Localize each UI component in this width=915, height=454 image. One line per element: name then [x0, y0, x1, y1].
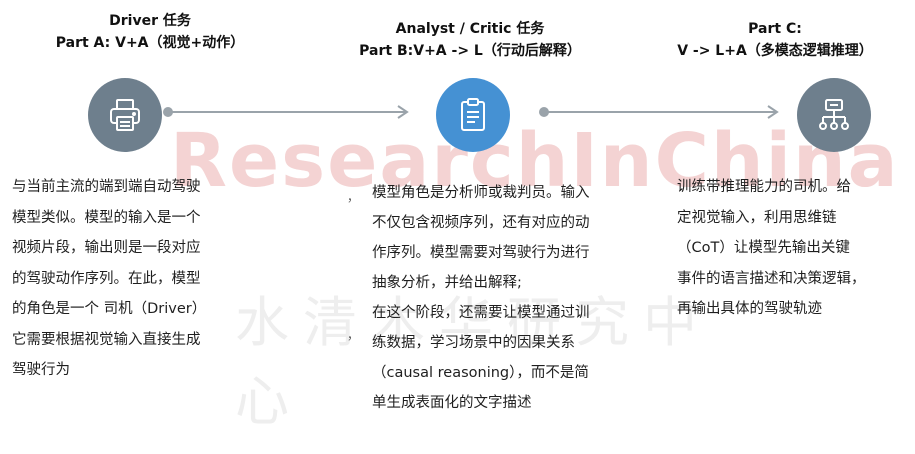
text-line: 单生成表面化的文字描述: [372, 395, 532, 411]
reasoning-description: 训练带推理能力的司机。给 定视觉输入，利用思维链 （CoT）让模型先输出关键 事…: [677, 172, 907, 325]
heading-part-b: Analyst / Critic 任务 Part B:V+A -> L（行动后解…: [335, 18, 605, 62]
text-line: 在这个阶段，还需要让模型通过训: [372, 305, 590, 321]
heading-part-c-line1: Part C:: [748, 21, 802, 37]
heading-part-b-line1: Analyst / Critic 任务: [395, 21, 545, 37]
heading-part-c: Part C: V -> L+A（多模态逻辑推理）: [660, 18, 890, 62]
text-line: 训练带推理能力的司机。给: [677, 179, 851, 195]
heading-part-c-line2: V -> L+A（多模态逻辑推理）: [677, 43, 873, 59]
text-line: 不仅包含视频序列，还有对应的动: [372, 215, 590, 231]
driver-circle: [88, 78, 162, 152]
text-line: 驾驶行为: [12, 362, 70, 378]
heading-part-b-line2: Part B:V+A -> L（行动后解释）: [359, 43, 581, 59]
text-line: 的驾驶动作序列。在此，模型: [12, 270, 201, 287]
text-line: 模型类似。模型的输入是一个: [12, 209, 201, 226]
hierarchy-icon: [819, 99, 849, 130]
text-line: 作序列。模型需要对驾驶行为进行: [372, 245, 590, 261]
text-line: 定视觉输入，利用思维链: [677, 209, 837, 226]
heading-part-a-line2: Part A: V+A（视觉+动作）: [55, 35, 245, 51]
text-line: 模型角色是分析师或裁判员。输入: [372, 185, 590, 201]
clipboard-icon: [461, 98, 485, 131]
text-line: （causal reasoning），而不是简: [372, 365, 589, 381]
reasoning-circle: [797, 78, 871, 152]
stray-mark: ，: [347, 190, 360, 204]
analyst-description: 模型角色是分析师或裁判员。输入 不仅包含视频序列，还有对应的动 作序列。模型需要…: [372, 178, 637, 418]
printer-icon: [110, 99, 140, 131]
arrow-b-to-c: [539, 105, 779, 119]
text-line: （CoT）让模型先输出关键: [677, 240, 850, 256]
text-line: 与当前主流的端到端自动驾驶: [12, 179, 201, 195]
analyst-circle: [436, 78, 510, 152]
heading-part-a-line1: Driver 任务: [109, 13, 191, 29]
stray-mark: ，: [347, 328, 360, 342]
driver-description: 与当前主流的端到端自动驾驶 模型类似。模型的输入是一个 视频片段，输出则是一段对…: [12, 172, 242, 386]
text-line: 再输出具体的驾驶轨迹: [677, 301, 822, 317]
text-line: 的角色是一个 司机（Driver）: [12, 301, 207, 317]
text-line: 抽象分析，并给出解释;: [372, 275, 522, 291]
text-line: 事件的语言描述和决策逻辑，: [677, 270, 866, 287]
arrow-a-to-b: [163, 105, 409, 119]
heading-part-a: Driver 任务 Part A: V+A（视觉+动作）: [40, 10, 260, 54]
text-line: 它需要根据视觉输入直接生成: [12, 331, 201, 348]
text-line: 视频片段，输出则是一段对应: [12, 240, 201, 256]
text-line: 练数据，学习场景中的因果关系: [372, 335, 575, 351]
